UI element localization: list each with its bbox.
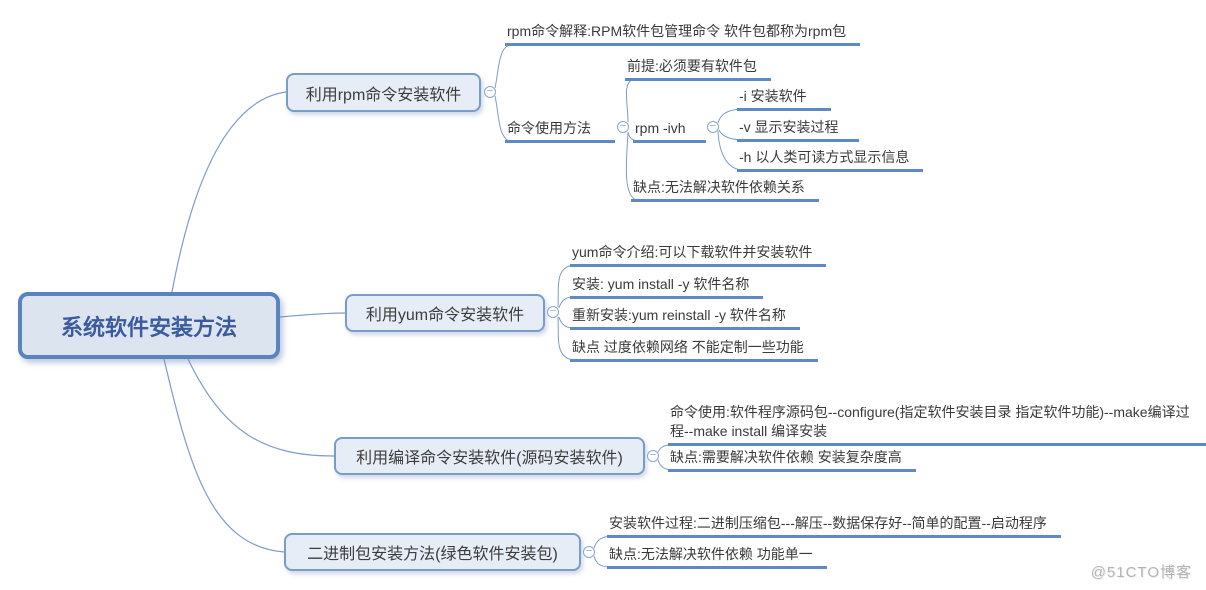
leaf-yum-install[interactable]: 安装: yum install -y 软件名称 — [570, 275, 764, 299]
branch-topic-yum[interactable]: 利用yum命令安装软件 — [345, 294, 545, 332]
collapse-minus-icon[interactable]: − — [547, 306, 559, 318]
leaf-compile-command[interactable]: 命令使用:软件程序源码包--configure(指定软件安装目录 指定软件功能)… — [668, 403, 1206, 446]
leaf-premise[interactable]: 前提:必须要有软件包 — [625, 57, 771, 81]
collapse-minus-icon[interactable]: − — [583, 546, 595, 558]
leaf-binary-process[interactable]: 安装软件过程:二进制压缩包---解压--数据保存好--简单的配置--启动程序 — [607, 514, 1061, 538]
collapse-minus-icon[interactable]: − — [484, 86, 496, 98]
leaf-option-v[interactable]: -v 显示安装过程 — [737, 118, 859, 142]
watermark: @51CTO博客 — [1090, 564, 1192, 581]
leaf-option-i[interactable]: -i 安装软件 — [737, 87, 831, 111]
leaf-rpm-description[interactable]: rpm命令解释:RPM软件包管理命令 软件包都称为rpm包 — [505, 22, 861, 46]
leaf-yum-description[interactable]: yum命令介绍:可以下载软件并安装软件 — [570, 243, 827, 267]
branch-topic-binary[interactable]: 二进制包安装方法(绿色软件安装包) — [284, 533, 581, 571]
collapse-minus-icon[interactable]: − — [647, 450, 659, 462]
branch-topic-compile[interactable]: 利用编译命令安装软件(源码安装软件) — [334, 437, 645, 475]
branch-topic-rpm[interactable]: 利用rpm命令安装软件 — [286, 73, 481, 112]
collapse-minus-icon[interactable]: − — [617, 121, 629, 133]
leaf-command-usage[interactable]: 命令使用方法 — [505, 119, 615, 143]
leaf-rpm-defect[interactable]: 缺点:无法解决软件依赖关系 — [631, 178, 819, 202]
leaf-compile-defect[interactable]: 缺点:需要解决软件依赖 安装复杂度高 — [668, 448, 916, 472]
leaf-rpm-ivh[interactable]: rpm -ivh — [633, 119, 706, 143]
root-topic[interactable]: 系统软件安装方法 — [18, 292, 280, 359]
leaf-option-h[interactable]: -h 以人类可读方式显示信息 — [737, 148, 924, 172]
leaf-yum-reinstall[interactable]: 重新安装:yum reinstall -y 软件名称 — [570, 306, 800, 330]
collapse-minus-icon[interactable]: − — [707, 121, 719, 133]
leaf-binary-defect[interactable]: 缺点:无法解决软件依赖 功能单一 — [607, 545, 827, 569]
leaf-yum-defect[interactable]: 缺点 过度依赖网络 不能定制一些功能 — [570, 338, 818, 362]
